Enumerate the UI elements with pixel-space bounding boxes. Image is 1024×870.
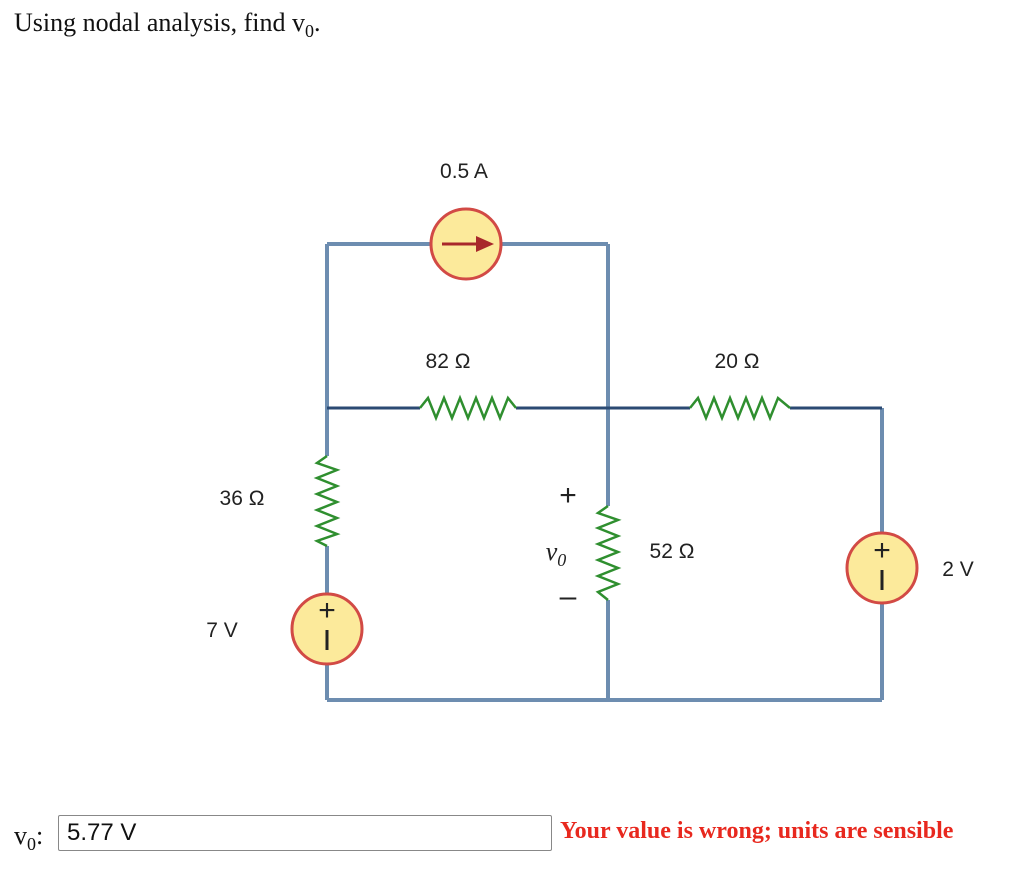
current-source-label: 0.5 A [440,160,488,183]
plus-icon: + [873,534,891,567]
question-sub: 0 [305,21,315,42]
resistor-82-symbol [419,394,517,422]
vo-minus: – [560,580,577,613]
feedback-message: Your value is wrong; units are sensible [560,818,954,844]
resistor-36-symbol [313,454,341,548]
plus-icon: + [318,594,336,627]
resistor-52-symbol [594,504,622,601]
resistor-20-label: 20 Ω [715,350,760,373]
resistor-20-symbol [689,394,791,422]
question-main: Using nodal analysis, find v [14,8,306,37]
answer-label: v0: [14,821,44,855]
voltage-source-7v: + [290,592,364,666]
arrow-right-icon [476,236,494,252]
circuit-diagram: + + 0.5 A 82 Ω 20 Ω 36 Ω 52 Ω 7 V 2 V + … [206,160,974,702]
resistor-82-label: 82 Ω [426,350,471,373]
voltage-source-2v: + [845,531,919,605]
voltage-7v-label: 7 V [206,619,238,642]
answer-input[interactable] [58,815,552,851]
vo-symbol: v0 [546,537,567,570]
current-source [429,207,503,281]
wires [325,242,884,702]
vo-plus: + [559,479,577,512]
question-suffix: . [314,8,321,37]
question-text: Using nodal analysis, find v0. [14,8,321,42]
resistor-36-label: 36 Ω [220,487,265,510]
voltage-2v-label: 2 V [942,558,974,581]
resistor-52-label: 52 Ω [650,540,695,563]
